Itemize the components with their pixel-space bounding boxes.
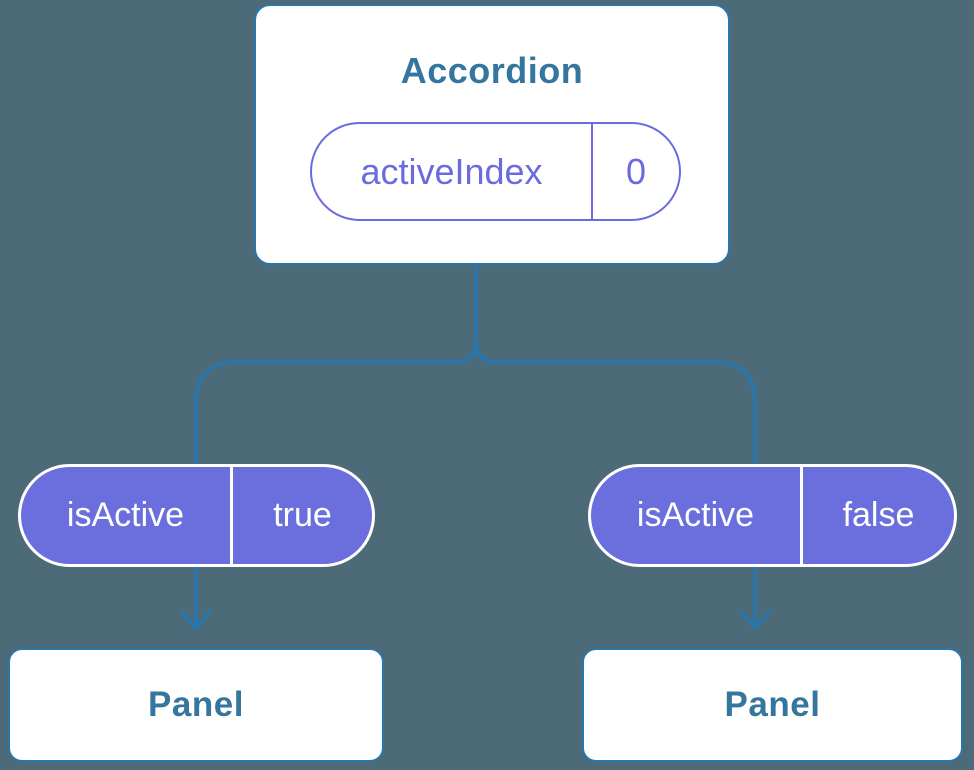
state-value-label: false	[842, 496, 915, 534]
accordion-title: Accordion	[400, 50, 584, 91]
state-name-label: isActive	[21, 467, 233, 564]
is-active-pill-left: isActive true	[18, 464, 375, 567]
connector-right-branch	[474, 263, 757, 624]
panel-title: Panel	[148, 685, 244, 724]
panel-node-right: Panel	[582, 648, 963, 762]
connector-left-branch	[194, 263, 478, 624]
prop-name-label: activeIndex	[312, 124, 593, 219]
panel-node-left: Panel	[8, 648, 384, 762]
active-index-prop-pill: activeIndex 0	[310, 122, 681, 221]
state-name-label: isActive	[591, 467, 803, 564]
accordion-node: Accordion activeIndex 0	[254, 4, 730, 265]
down-arrowhead-right-icon	[739, 610, 771, 630]
down-arrowhead-left-icon	[180, 610, 212, 630]
state-value-label: true	[273, 496, 332, 534]
prop-value-label: 0	[625, 150, 647, 192]
is-active-pill-right: isActive false	[588, 464, 957, 567]
panel-title: Panel	[724, 685, 821, 724]
